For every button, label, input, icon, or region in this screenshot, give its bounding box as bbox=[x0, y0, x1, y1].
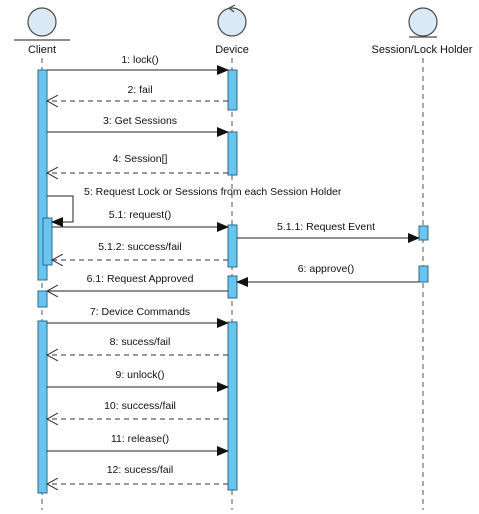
device-activation-bar bbox=[227, 321, 238, 491]
message-label: 6: approve() bbox=[298, 263, 355, 275]
holder-activation-bar bbox=[418, 265, 429, 283]
message-6: 6: approve() bbox=[236, 263, 419, 287]
message-label: 11: release() bbox=[111, 433, 169, 445]
message-label: 2: fail bbox=[127, 84, 152, 96]
message-label: 9: unlock() bbox=[115, 369, 164, 381]
message-label: 10: success/fail bbox=[104, 400, 176, 412]
message-1: 1: lock() bbox=[47, 54, 229, 75]
message-5-1-1: 5.1.1: Request Event bbox=[237, 221, 420, 243]
participant-client: Client bbox=[14, 7, 70, 56]
participant-client-name: Client bbox=[28, 44, 56, 56]
client-activation-bar bbox=[37, 320, 48, 494]
message-label: 6.1: Request Approved bbox=[87, 273, 194, 285]
participant-session-lock-holder: Session/Lock Holder bbox=[372, 7, 473, 56]
message-label: 12: sucess/fail bbox=[107, 464, 174, 476]
device-activation-bar bbox=[227, 131, 238, 176]
message-6-1: 6.1: Request Approved bbox=[47, 273, 228, 291]
holder-activation-bar bbox=[418, 225, 429, 241]
message-label: 5.1.1: Request Event bbox=[277, 221, 375, 233]
message-7: 7: Device Commands bbox=[47, 306, 229, 328]
message-label: 7: Device Commands bbox=[90, 306, 190, 318]
message-10: 10: success/fail bbox=[47, 400, 228, 419]
participant-device-name: Device bbox=[215, 44, 249, 56]
message-label: 4: Session[] bbox=[113, 153, 168, 165]
holder-entity-icon bbox=[408, 7, 438, 37]
message-label: 5.1: request() bbox=[109, 209, 171, 221]
message-arrow bbox=[47, 195, 74, 227]
message-3: 3: Get Sessions bbox=[47, 115, 229, 137]
message-5: 5: Request Lock or Sessions from each Se… bbox=[47, 186, 342, 227]
message-label: 5: Request Lock or Sessions from each Se… bbox=[84, 186, 342, 198]
participant-device: Device bbox=[215, 4, 249, 56]
device-control-arrow-icon bbox=[228, 4, 236, 13]
message-2: 2: fail bbox=[47, 84, 228, 101]
message-12: 12: sucess/fail bbox=[47, 464, 228, 484]
client-activation-bar bbox=[42, 217, 53, 266]
client-actor-icon bbox=[27, 7, 57, 37]
message-9: 9: unlock() bbox=[47, 369, 229, 392]
message-4: 4: Session[] bbox=[47, 153, 228, 173]
message-5-1-2: 5.1.2: success/fail bbox=[52, 241, 228, 260]
device-activation-bar bbox=[227, 69, 238, 111]
device-control-icon bbox=[217, 7, 247, 37]
message-label: 1: lock() bbox=[121, 54, 158, 66]
device-activation-bar bbox=[227, 224, 238, 268]
client-activation-bar bbox=[37, 290, 48, 308]
message-5-1: 5.1: request() bbox=[52, 209, 229, 232]
message-label: 3: Get Sessions bbox=[103, 115, 177, 127]
message-11: 11: release() bbox=[47, 433, 229, 456]
message-8: 8: sucess/fail bbox=[47, 336, 228, 355]
participant-holder-name: Session/Lock Holder bbox=[372, 44, 473, 56]
message-label: 8: sucess/fail bbox=[110, 336, 171, 348]
message-label: 5.1.2: success/fail bbox=[98, 241, 181, 253]
device-activation-bar bbox=[227, 275, 238, 299]
